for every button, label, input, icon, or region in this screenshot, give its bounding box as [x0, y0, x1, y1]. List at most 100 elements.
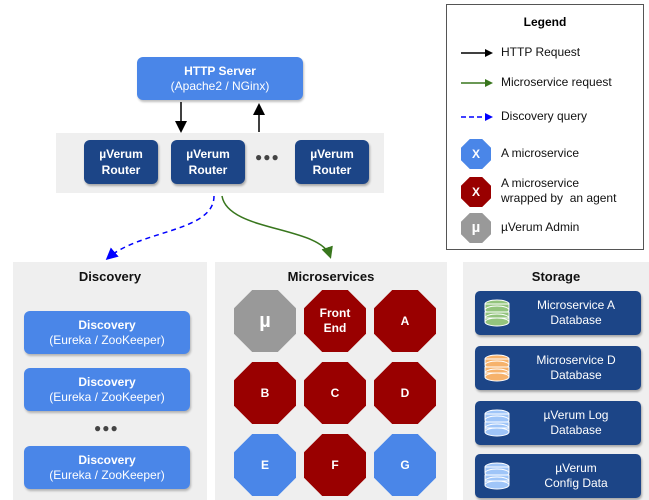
microservice-label: µ [259, 309, 271, 332]
router-box: µVerum Router [295, 140, 369, 184]
microservice-node: A [374, 290, 436, 352]
arrow-right-icon [461, 49, 493, 57]
storage-item-label-line2: Config Data [544, 476, 608, 490]
microservice-label: F [331, 457, 339, 472]
discovery-subtitle: (Eureka / ZooKeeper) [49, 332, 165, 347]
legend-title: Legend [523, 15, 567, 29]
discovery-service-box: Discovery (Eureka / ZooKeeper) [24, 311, 190, 354]
storage-item-label-line1: Microservice A [536, 298, 616, 312]
octagon-icon [374, 434, 436, 496]
router-box: µVerum Router [171, 140, 245, 184]
legend-admin-label: µVerum Admin [501, 220, 580, 234]
microservice-node: µ [234, 290, 296, 352]
legend-row-http: HTTP Request [459, 45, 639, 61]
legend: Legend HTTP Request Microservice request… [446, 4, 644, 250]
octagon-icon [304, 434, 366, 496]
octagon-symbol: X [471, 185, 480, 199]
database-icon [484, 299, 510, 327]
dashed-arrow-right-icon [461, 113, 493, 121]
router-box: µVerum Router [84, 140, 158, 184]
database-icon [484, 462, 510, 490]
octagon-icon [234, 434, 296, 496]
microservices-panel-title: Microservices [287, 269, 375, 284]
microservice-label: G [400, 457, 410, 472]
octagon-icon [304, 362, 366, 424]
storage-item-label-line2: Database [550, 423, 602, 437]
discovery-subtitle: (Eureka / ZooKeeper) [49, 467, 165, 482]
discovery-title: Discovery [78, 317, 136, 332]
http-server-box: HTTP Server (Apache2 / NGinx) [137, 57, 303, 100]
microservice-label: C [330, 385, 340, 400]
legend-http-label: HTTP Request [501, 45, 581, 59]
legend-microservice-label: A microservice [501, 146, 580, 160]
legend-microservice-request-label: Microservice request [501, 75, 612, 89]
storage-item-label-line1: Microservice D [536, 353, 616, 367]
legend-discovery-label: Discovery query [501, 109, 588, 123]
router-label-line2: Router [101, 163, 141, 177]
discovery-panel-title: Discovery [78, 269, 142, 284]
microservice-node: C [304, 362, 366, 424]
octagon-icon [234, 362, 296, 424]
microservice-node: G [374, 434, 436, 496]
microservice-label: D [400, 385, 410, 400]
microservice-request-arrow [221, 195, 333, 259]
octagon-icon: X [461, 139, 491, 169]
octagon-symbol: µ [471, 219, 481, 236]
microservice-node: B [234, 362, 296, 424]
legend-row-discovery: Discovery query [459, 109, 639, 125]
storage-panel-title: Storage [531, 269, 581, 284]
http-server-title: HTTP Server [184, 63, 256, 78]
microservice-node: Front End [304, 290, 366, 352]
storage-item-label-line1: µVerum [555, 461, 597, 475]
router-label-line2: Router [188, 163, 228, 177]
storage-item-label-line2: Database [550, 368, 602, 382]
discovery-subtitle: (Eureka / ZooKeeper) [49, 389, 165, 404]
microservice-label: B [260, 385, 270, 400]
legend-row-microservice-request: Microservice request [459, 75, 639, 91]
router-label-line2: Router [312, 163, 352, 177]
octagon-icon [374, 290, 436, 352]
ellipsis: ●●● [94, 421, 119, 435]
octagon-icon [234, 290, 296, 352]
microservice-label: E [260, 457, 269, 472]
legend-row-agent: X A microservice wrapped by an agent [459, 176, 639, 208]
legend-agent-label-line2: wrapped by an agent [501, 191, 617, 205]
discovery-service-box: Discovery (Eureka / ZooKeeper) [24, 368, 190, 411]
discovery-service-box: Discovery (Eureka / ZooKeeper) [24, 446, 190, 489]
legend-agent-label-line1: A microservice [501, 176, 580, 190]
database-icon [484, 354, 510, 382]
legend-row-microservice: X A microservice [459, 139, 639, 169]
microservice-label: Front End [319, 306, 351, 335]
router-label-line1: µVerum [186, 147, 230, 161]
router-label-line1: µVerum [99, 147, 143, 161]
legend-row-admin: µ µVerum Admin [459, 213, 639, 243]
octagon-symbol: X [471, 147, 480, 161]
ellipsis: ●●● [255, 150, 280, 164]
microservice-node: E [234, 434, 296, 496]
discovery-title: Discovery [78, 374, 136, 389]
database-icon [484, 409, 510, 437]
arrow-right-icon [461, 79, 493, 87]
http-server-subtitle: (Apache2 / NGinx) [170, 78, 270, 93]
microservice-label: A [400, 313, 410, 328]
discovery-query-arrow [105, 195, 215, 260]
octagon-icon [374, 362, 436, 424]
router-label-line1: µVerum [310, 147, 354, 161]
microservice-node: F [304, 434, 366, 496]
octagon-icon: X [461, 177, 491, 207]
octagon-icon: µ [461, 213, 491, 243]
storage-item-label-line1: µVerum Log [543, 408, 609, 422]
microservice-node: D [374, 362, 436, 424]
octagon-icon [304, 290, 366, 352]
discovery-title: Discovery [78, 452, 136, 467]
storage-item-label-line2: Database [550, 313, 602, 327]
